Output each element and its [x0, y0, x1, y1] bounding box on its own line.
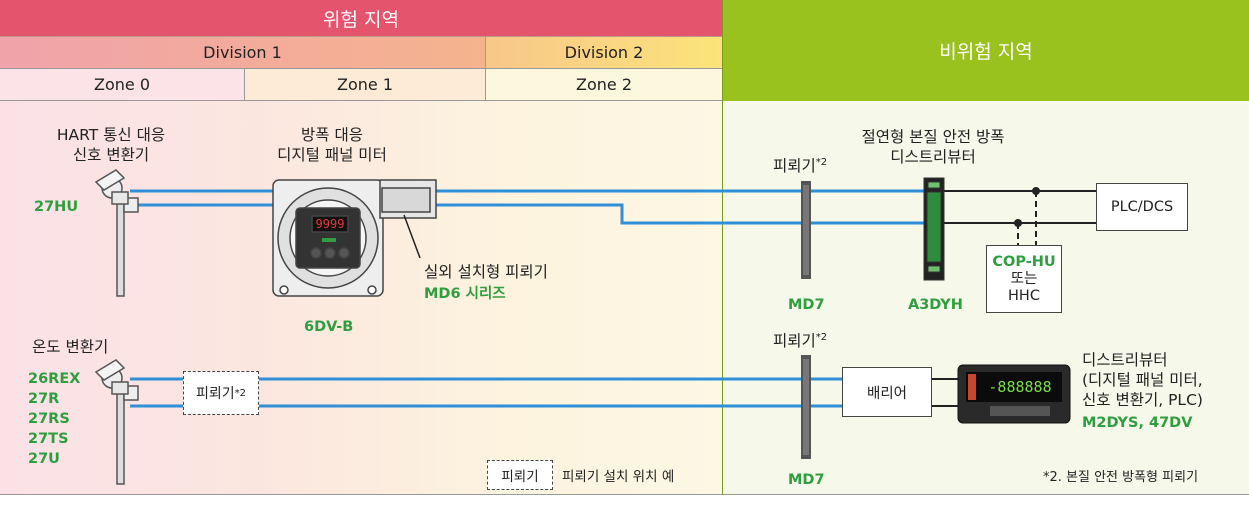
cop-hu-box: COP-HU 또는 HHC: [986, 245, 1062, 313]
dashed-arrester-label: 피뢰기: [195, 386, 235, 402]
zone1-label: Zone 1: [337, 75, 393, 94]
temp-model: 27R: [28, 391, 60, 407]
cop-hu-or: 또는: [1010, 270, 1038, 287]
meter-title-line1: 방폭 대응: [301, 126, 363, 144]
temp-model: 27TS: [28, 431, 69, 447]
panel-meter-icon: [272, 179, 437, 297]
lower-black-wires: [932, 378, 960, 407]
legend-box-label: 피뢰기: [501, 469, 539, 485]
a3dyh-icon: [923, 177, 945, 281]
bottom-divider: [0, 494, 1249, 495]
distributor-model: A3DYH: [908, 297, 963, 313]
md7-lower-title-text: 피뢰기: [773, 332, 816, 351]
safe-area-title: 비위험 지역: [939, 41, 1033, 63]
division2-header: Division 2: [485, 36, 722, 68]
barrier-box: 배리어: [842, 367, 932, 417]
distributor2-line3: 신호 변환기, PLC): [1082, 391, 1203, 409]
md7-upper-title-text: 피뢰기: [773, 157, 816, 176]
distributor-title: 절연형 본질 안전 방폭 디스트리뷰터: [838, 127, 1028, 167]
plc-dcs-label: PLC/DCS: [1110, 199, 1174, 215]
plc-dcs-box: PLC/DCS: [1096, 183, 1188, 231]
zone1-header: Zone 1: [244, 68, 485, 101]
temp-model: 26REX: [28, 371, 81, 387]
m2dys-meter-icon: [957, 364, 1071, 424]
cop-hu-hhc: HHC: [1008, 287, 1040, 304]
md7-upper-model: MD7: [788, 297, 825, 313]
outdoor-arrester-model: MD6 시리즈: [424, 286, 506, 302]
md7-lower-model: MD7: [788, 472, 825, 488]
division1-header: Division 1: [0, 36, 485, 68]
hart-title-line2: 신호 변환기: [72, 146, 150, 164]
zone0-label: Zone 0: [94, 75, 150, 94]
md7-lower-sup: *2: [815, 332, 828, 343]
distributor2-line2: (디지털 패널 미터,: [1082, 371, 1203, 389]
temp-model-list: 26REX 27R 27RS 27TS 27U: [28, 369, 80, 469]
meter-model: 6DV-B: [304, 319, 354, 335]
hart-transmitter-icon: [94, 169, 139, 297]
zone0-header: Zone 0: [0, 68, 244, 101]
footnote: *2. 본질 안전 방폭형 피뢰기: [1043, 470, 1199, 485]
temp-model: 27RS: [28, 411, 70, 427]
meter-title-line2: 디지털 패널 미터: [277, 146, 387, 164]
distributor2-models: M2DYS, 47DV: [1082, 415, 1193, 431]
distributor-title-line2: 디스트리뷰터: [890, 148, 976, 166]
dashed-arrester-sup: *2: [234, 387, 246, 399]
temp-model: 27U: [28, 451, 60, 467]
md7-upper-sup: *2: [815, 157, 828, 168]
m2dys-display: -888888: [988, 378, 1052, 396]
temp-title: 온도 변환기: [32, 338, 109, 356]
hart-title: HART 통신 대응 신호 변환기: [36, 125, 186, 165]
division1-label: Division 1: [203, 43, 282, 62]
zone2-header: Zone 2: [485, 68, 722, 101]
legend-text: 피뢰기 설치 위치 예: [562, 469, 675, 485]
hazard-area-header: 위험 지역: [0, 0, 722, 36]
cop-hu-model: COP-HU: [992, 253, 1056, 270]
plc-wires: [940, 187, 1096, 245]
division2-label: Division 2: [564, 43, 644, 62]
legend-dashed-box: 피뢰기: [487, 460, 553, 490]
distributor2-title: 디스트리뷰터 (디지털 패널 미터, 신호 변환기, PLC): [1082, 350, 1203, 410]
meter-display: 9999: [315, 217, 345, 231]
meter-title: 방폭 대응 디지털 패널 미터: [252, 125, 412, 165]
hart-model: 27HU: [34, 199, 79, 215]
md7-lower-icon: [801, 355, 811, 459]
barrier-label: 배리어: [866, 385, 908, 402]
md7-upper-icon: [801, 181, 811, 279]
safe-area-header: 비위험 지역: [722, 0, 1249, 101]
md7-lower-title: 피뢰기*2: [773, 328, 827, 351]
hart-title-line1: HART 통신 대응: [56, 126, 166, 144]
outdoor-arrester-title: 실외 설치형 피뢰기: [424, 263, 548, 281]
hazard-area-title: 위험 지역: [323, 8, 399, 31]
distributor-title-line1: 절연형 본질 안전 방폭: [861, 128, 1005, 146]
distributor2-line1: 디스트리뷰터: [1082, 351, 1168, 369]
md7-upper-title: 피뢰기*2: [773, 153, 827, 176]
dashed-arrester-box: 피뢰기*2: [183, 371, 259, 415]
temp-transmitter-icon: [94, 359, 139, 485]
zone2-label: Zone 2: [576, 75, 632, 94]
